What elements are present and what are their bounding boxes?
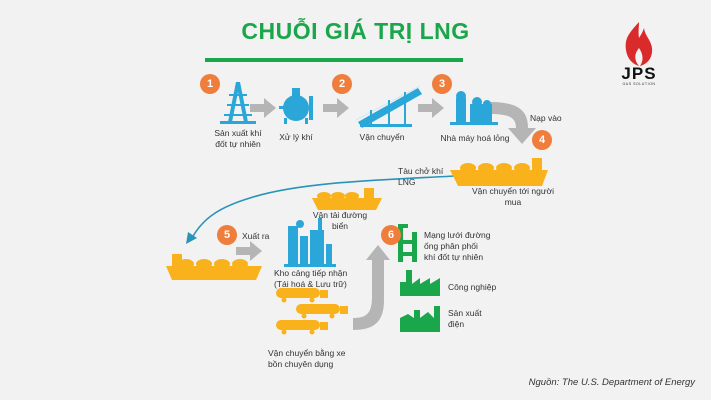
sea-transport-label-line-1: Vận tải đường: [312, 210, 368, 220]
step-4-label-line-2: mua: [504, 197, 522, 207]
pipeline-label-line-1: Mạng lưới đường: [424, 230, 491, 240]
flow-arrow-2: [323, 98, 349, 118]
sea-route-arrowhead: [186, 232, 197, 244]
pipeline-label-line-2: ống phân phối: [424, 241, 478, 251]
power-label-line-2: điện: [448, 319, 465, 329]
step-2-badge: 2: [332, 74, 352, 94]
terminal-label-line-2: (Tái hoá & Lưu trữ): [274, 279, 347, 289]
lng-tanker-label-line-2: LNG: [398, 177, 416, 187]
step-4-label-line-1: Vận chuyển tới người: [471, 186, 555, 196]
industry-label: Công nghiệp: [448, 282, 497, 292]
step-1-label-line-2: đốt tự nhiên: [215, 139, 261, 149]
load-in-label: Nạp vào: [530, 113, 562, 123]
step-1-label: Sản xuất khí đốt tự nhiên: [200, 128, 276, 150]
step-5-badge: 5: [217, 225, 237, 245]
truck-transport-label-line-2: bồn chuyên dụng: [268, 359, 334, 369]
power-label-line-1: Sản xuất: [448, 308, 482, 318]
lng-tanker-icon: [450, 158, 548, 186]
flow-arrow-3: [418, 98, 444, 118]
logo-tagline: GAS SOLUTION: [622, 82, 656, 86]
gas-processing-icon: [279, 88, 313, 124]
sea-route-arrow: [191, 175, 456, 239]
flow-arrow-1: [250, 98, 276, 118]
flow-arrow-curve: [490, 102, 536, 144]
pipeline-label: Mạng lưới đường ống phân phối khí đốt tự…: [424, 230, 490, 263]
sea-transport-ship-icon: [312, 188, 382, 210]
sea-transport-label-line-2: biển: [331, 221, 349, 231]
logo-name: JPS: [621, 64, 657, 83]
tanker-trucks-icon: [276, 288, 348, 335]
export-ship-icon: [166, 254, 262, 280]
lng-tanker-label-line-1: Tàu chở khí: [398, 166, 444, 176]
title-underline: [205, 58, 463, 62]
pipeline-label-line-3: khí đốt tự nhiên: [424, 252, 484, 262]
source-note: Nguồn: The U.S. Department of Energy: [528, 377, 695, 388]
step-1-label-line-1: Sản xuất khí: [214, 128, 262, 138]
sea-transport-label: Vận tải đường biển: [300, 210, 380, 232]
page-title: CHUỖI GIÁ TRỊ LNG: [241, 18, 470, 44]
step-6-badge: 6: [381, 225, 401, 245]
jps-logo: JPS GAS SOLUTION: [612, 20, 666, 86]
power-plant-icon: [400, 306, 440, 332]
flow-arrow-export: [236, 241, 262, 261]
gas-well-icon: [220, 82, 256, 124]
step-3-badge: 3: [432, 74, 452, 94]
step-4-label: Vận chuyển tới người mua: [460, 186, 566, 208]
truck-transport-label-line-1: Vận chuyển bằng xe: [268, 348, 346, 358]
power-label: Sản xuất điện: [448, 308, 482, 330]
flow-arrow-distribution: [353, 245, 390, 330]
terminal-label: Kho cảng tiếp nhận (Tái hoá & Lưu trữ): [274, 268, 347, 290]
terminal-label-line-1: Kho cảng tiếp nhận: [274, 268, 348, 278]
lng-tanker-label: Tàu chở khí LNG: [398, 166, 443, 188]
step-2-label: Xử lý khí: [279, 132, 313, 142]
step-1-badge: 1: [200, 74, 220, 94]
step-3-label: Nhà máy hoá lỏng: [440, 133, 510, 143]
truck-transport-label: Vận chuyển bằng xe bồn chuyên dụng: [268, 348, 346, 370]
transport-label: Vận chuyển: [359, 132, 405, 142]
liquefaction-plant-icon: [450, 91, 498, 125]
pipeline-transport-icon: [355, 85, 422, 128]
step-5-label: Xuất ra: [242, 231, 270, 241]
distribution-network-icon: [398, 224, 417, 262]
step-4-badge: 4: [532, 130, 552, 150]
receiving-terminal-icon: [284, 218, 336, 267]
flame-icon: [625, 22, 653, 66]
industry-icon: [400, 270, 440, 296]
